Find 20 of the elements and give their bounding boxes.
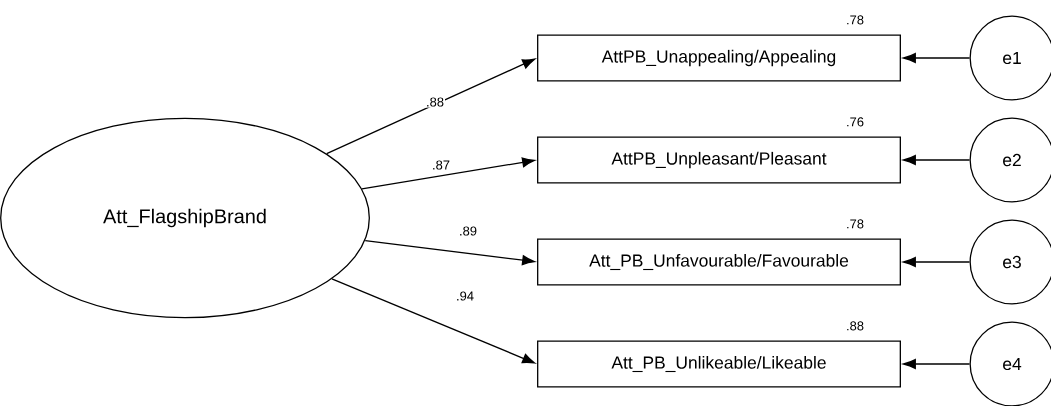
- observed-variable-box: Att_PB_Unlikeable/Likeable: [537, 340, 901, 388]
- observed-variable-box: AttPB_Unpleasant/Pleasant: [537, 136, 901, 184]
- arrow: [331, 278, 536, 364]
- loading-value: .88: [847, 321, 864, 331]
- edge-label: .87: [431, 159, 451, 171]
- edge-label: .89: [458, 225, 478, 237]
- arrow: [903, 53, 971, 63]
- observed-variable-box: Att_PB_Unfavourable/Favourable: [537, 238, 901, 286]
- edge-label: .94: [455, 290, 475, 302]
- arrow: [903, 257, 971, 267]
- loading-value: .78: [847, 219, 864, 229]
- arrow: [903, 359, 971, 369]
- loading-value: .78: [847, 15, 864, 25]
- arrow: [326, 58, 536, 155]
- observed-variable-box: AttPB_Unappealing/Appealing: [537, 34, 901, 82]
- arrow: [364, 239, 535, 266]
- loading-value: .76: [847, 117, 864, 127]
- arrow: [903, 155, 971, 165]
- edge-label: .88: [425, 96, 445, 108]
- arrow: [361, 157, 535, 190]
